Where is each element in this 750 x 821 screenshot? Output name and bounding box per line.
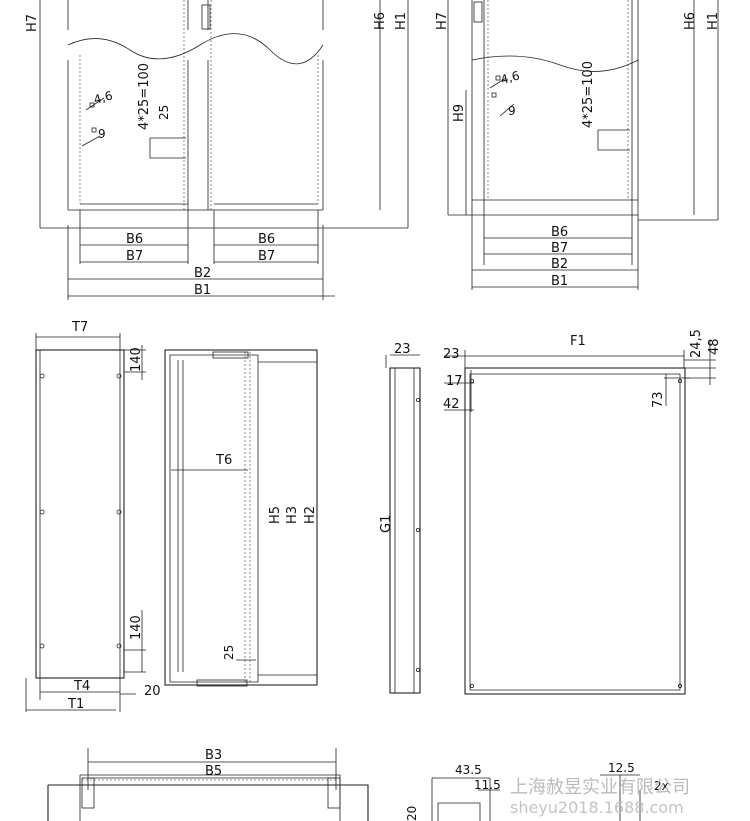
single-cabinet-view: H7 H9 H6 H1 4,6 9 4*25=100 B6 B7 B2 B1 xyxy=(435,0,721,290)
label-h3: H3 xyxy=(285,506,300,524)
double-cabinet-view: H7 H6 H1 4,6 9 4*25=100 25 B6 B6 B7 B7 B… xyxy=(25,0,409,300)
label-140-bottom: 140 xyxy=(129,615,144,640)
label-h6-right: H6 xyxy=(683,12,698,30)
label-hole-46-right: 4,6 xyxy=(499,68,521,86)
watermark-site: sheyu2018.1688.com xyxy=(510,798,684,817)
label-b5: B5 xyxy=(205,764,222,779)
label-b6-left-b: B6 xyxy=(258,232,275,247)
label-pitch-right: 4*25=100 xyxy=(581,61,596,128)
label-23-left: 23 xyxy=(394,342,411,357)
label-20: 20 xyxy=(144,684,161,699)
label-140-top: 140 xyxy=(129,347,144,372)
label-b7-left-a: B7 xyxy=(126,249,143,264)
label-2x: 2x xyxy=(654,779,669,793)
label-17: 17 xyxy=(446,374,463,389)
label-b1-left: B1 xyxy=(194,283,211,298)
label-pitch-left: 4*25=100 xyxy=(137,63,152,130)
bottom-detail-view: 43.5 11.5 12.5 2x 20 xyxy=(405,761,669,821)
label-t6: T6 xyxy=(215,453,232,468)
label-f1: F1 xyxy=(570,334,586,349)
label-43-5: 43.5 xyxy=(455,763,482,777)
label-11-5: 11.5 xyxy=(474,778,501,792)
door-panel-view: 23 23 17 42 G1 F1 24,5 48 73 xyxy=(379,329,722,695)
label-t7: T7 xyxy=(71,320,88,335)
label-25-frame: 25 xyxy=(222,645,236,660)
label-b1-right: B1 xyxy=(551,274,568,289)
label-h5: H5 xyxy=(268,506,283,524)
watermark: 上海赦昱实业有限公司 sheyu2018.1688.com xyxy=(510,777,690,817)
label-hole-9-left: 9 xyxy=(98,127,106,141)
label-12-5: 12.5 xyxy=(608,761,635,775)
label-b7-left-b: B7 xyxy=(258,249,275,264)
side-view: T7 140 140 T4 T1 20 xyxy=(25,320,161,712)
label-h7-left: H7 xyxy=(25,14,40,32)
frame-section-view: T6 H5 H3 H2 25 xyxy=(164,349,318,687)
label-73: 73 xyxy=(651,391,666,408)
label-b6-left-a: B6 xyxy=(126,232,143,247)
label-h1-left: H1 xyxy=(394,12,409,30)
label-b2-right: B2 xyxy=(551,257,568,272)
label-hole-9-right: 9 xyxy=(508,104,516,118)
label-42: 42 xyxy=(443,397,460,412)
label-24-5: 24,5 xyxy=(689,329,704,358)
label-h7-right: H7 xyxy=(435,12,450,30)
label-hole-46-left: 4,6 xyxy=(92,88,114,106)
label-t4: T4 xyxy=(73,679,90,694)
label-23-right: 23 xyxy=(443,347,460,362)
label-20-vertical: 20 xyxy=(405,806,419,821)
label-b7-right: B7 xyxy=(551,241,568,256)
label-g1: G1 xyxy=(379,515,394,533)
label-48: 48 xyxy=(707,338,722,355)
watermark-company: 上海赦昱实业有限公司 xyxy=(510,777,690,798)
label-25-left: 25 xyxy=(157,105,171,120)
bottom-plan-view: B3 B5 xyxy=(47,748,369,821)
label-b2-left: B2 xyxy=(194,266,211,281)
label-h9-right: H9 xyxy=(452,104,467,122)
label-h1-right: H1 xyxy=(706,12,721,30)
label-h2: H2 xyxy=(303,506,318,524)
label-t1: T1 xyxy=(67,697,84,712)
label-b6-right: B6 xyxy=(551,225,568,240)
label-h6-left: H6 xyxy=(373,12,388,30)
label-b3: B3 xyxy=(205,748,222,763)
